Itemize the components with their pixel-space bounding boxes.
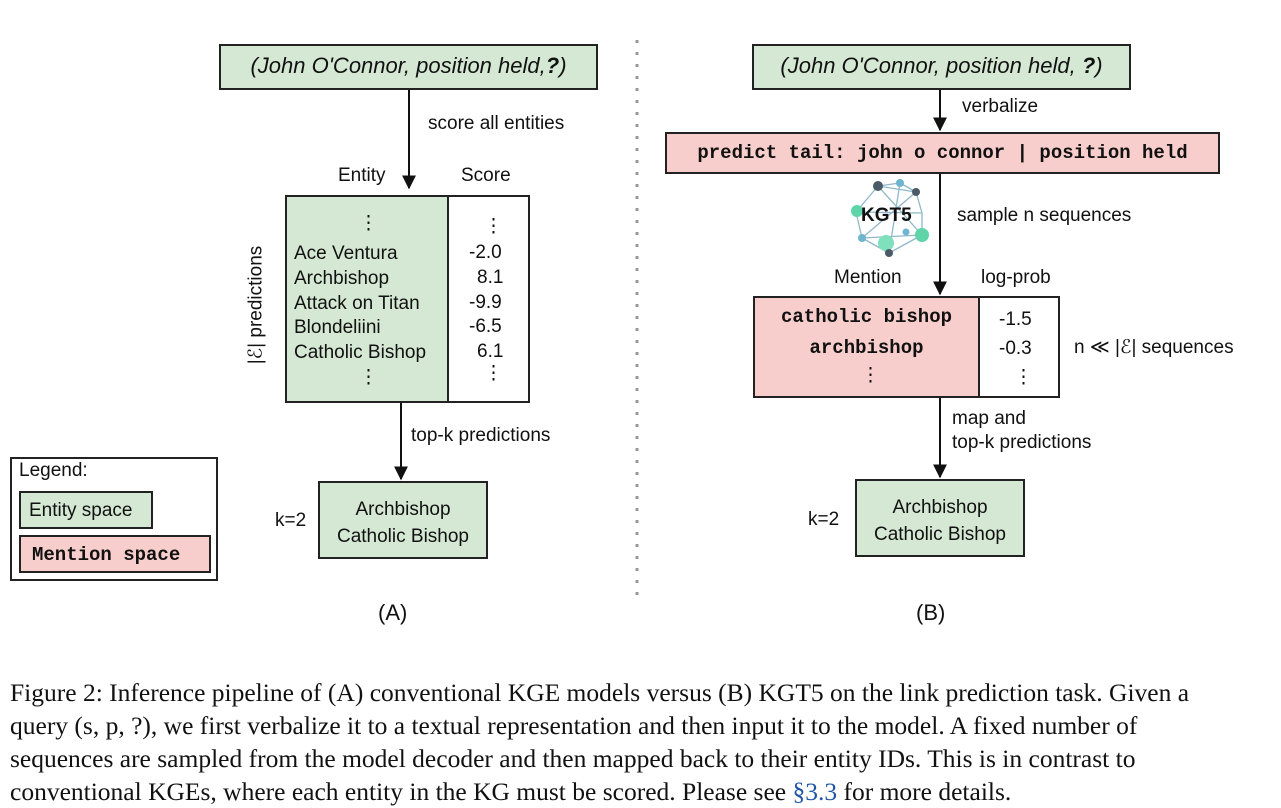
panel-b-step-map-line1: map and xyxy=(952,408,1026,429)
panel-b-logprob-row-0: -1.5 xyxy=(999,309,1032,330)
figure-caption: Figure 2: Inference pipeline of (A) conv… xyxy=(10,676,1278,808)
panel-b-query-box xyxy=(752,44,1131,90)
caption-line-3-text: conventional KGEs, where each entity in … xyxy=(10,777,793,806)
panel-b-query-main: (John O'Connor, position held, xyxy=(780,53,1076,78)
panel-a-entity-table xyxy=(285,195,449,403)
panel-a-query-text: (John O'Connor, position held,?) xyxy=(219,53,598,79)
panel-b-step-map-line2: top-k predictions xyxy=(952,432,1092,453)
panel-a-col-entity: Entity xyxy=(338,165,386,186)
panel-a-score-row-3: -6.5 xyxy=(469,316,502,337)
panel-b-k-label: k=2 xyxy=(808,509,840,530)
panel-b-result-1: Catholic Bishop xyxy=(873,524,1007,545)
panel-a-step-score: score all entities xyxy=(428,113,565,134)
panel-a-query-q: ? xyxy=(545,53,560,78)
panel-a-entity-row-4: Catholic Bishop xyxy=(294,342,427,363)
panel-a-side-label: |ℰ| predictions xyxy=(245,245,267,365)
legend-title: Legend: xyxy=(19,460,88,481)
legend-entity-swatch xyxy=(19,491,153,529)
caption-tail: for more details. xyxy=(837,777,1012,806)
panel-b-logprob-vdots: ⋮ xyxy=(1014,367,1033,388)
panel-b-logprob-table xyxy=(978,296,1060,398)
panel-a-entity-row-0: Ace Ventura xyxy=(294,243,398,264)
legend-entity-label: Entity space xyxy=(29,500,133,521)
panel-a-k-label: k=2 xyxy=(275,510,307,531)
panel-b-verbalized-text: predict tail: john o connor | position h… xyxy=(697,142,1188,164)
caption-line-1: query (s, p, ?), we first verbalize it t… xyxy=(10,711,1138,740)
panel-a-score-vdots-top: ⋮ xyxy=(484,216,503,237)
connectors-layer xyxy=(394,40,947,600)
kgt5-logo-text: KGT5 xyxy=(861,205,912,226)
panel-a-result-box xyxy=(318,481,488,559)
panel-b-step-sample-text: sample n sequences xyxy=(957,205,1132,226)
panel-b-query-text: (John O'Connor, position held, ?) xyxy=(752,53,1131,79)
caption-line-2: sequences are sampled from the model dec… xyxy=(10,744,1136,773)
panel-b-query-close: ) xyxy=(1095,53,1103,78)
legend-mention-swatch xyxy=(19,535,211,573)
panel-b-mention-row-1: archbishop xyxy=(809,337,924,359)
panel-a-query-main: (John O'Connor, position held, xyxy=(250,53,546,78)
panel-b-col-mention: Mention xyxy=(834,267,902,288)
caption-line-3: conventional KGEs, where each entity in … xyxy=(10,775,1278,808)
legend-mention-label: Mention space xyxy=(32,544,181,566)
panel-b-label: (B) xyxy=(916,600,946,625)
panel-b-logprob-row-1: -0.3 xyxy=(999,338,1032,359)
panel-a-result-0: Archbishop xyxy=(355,499,451,520)
panel-b-mention-row-0: catholic bishop xyxy=(780,306,953,328)
panel-b-mention-vdots: ⋮ xyxy=(861,365,880,386)
panel-a-label: (A) xyxy=(378,600,408,625)
panel-a-score-row-0: -2.0 xyxy=(469,242,502,263)
kgt5-logo-icon xyxy=(851,179,929,257)
panel-a-entity-row-1: Archbishop xyxy=(294,268,390,289)
panel-a-step-topk: top-k predictions xyxy=(411,425,551,446)
panel-b-step-verbalize: verbalize xyxy=(962,96,1039,117)
panel-b-query-q: ? xyxy=(1081,53,1096,78)
panel-a-query-close: ) xyxy=(559,53,567,78)
panel-a-score-row-2: -9.9 xyxy=(469,292,502,313)
panel-a-score-table xyxy=(447,195,530,403)
panel-b-verbalized-box xyxy=(665,132,1220,174)
panel-b-result-0: Archbishop xyxy=(892,497,988,518)
panel-a-entity-vdots-top: ⋮ xyxy=(359,213,378,234)
panel-b-step-sample: sample n sequences xyxy=(957,205,1131,227)
panel-b-col-logprob: log-prob xyxy=(981,267,1051,288)
caption-section-link[interactable]: §3.3 xyxy=(792,777,838,806)
panel-a-entity-row-2: Attack on Titan xyxy=(294,293,420,314)
panel-a-entity-row-3: Blondeliini xyxy=(294,317,381,338)
panel-a-score-row-1: 8.1 xyxy=(477,267,504,288)
panel-a-score-vdots-bottom: ⋮ xyxy=(484,363,503,384)
panel-a-entity-vdots-bottom: ⋮ xyxy=(359,367,378,388)
panel-a-score-row-4: 6.1 xyxy=(477,341,504,362)
panel-a-result-1: Catholic Bishop xyxy=(336,526,470,547)
panel-b-mention-table xyxy=(753,296,980,398)
panel-a-col-score: Score xyxy=(461,165,511,186)
panel-a-query-box xyxy=(219,44,598,90)
panel-b-n-note: n ≪ |ℰ| sequences xyxy=(1074,337,1234,358)
caption-line-0: Figure 2: Inference pipeline of (A) conv… xyxy=(10,678,1190,707)
panel-b-result-box xyxy=(855,479,1025,557)
